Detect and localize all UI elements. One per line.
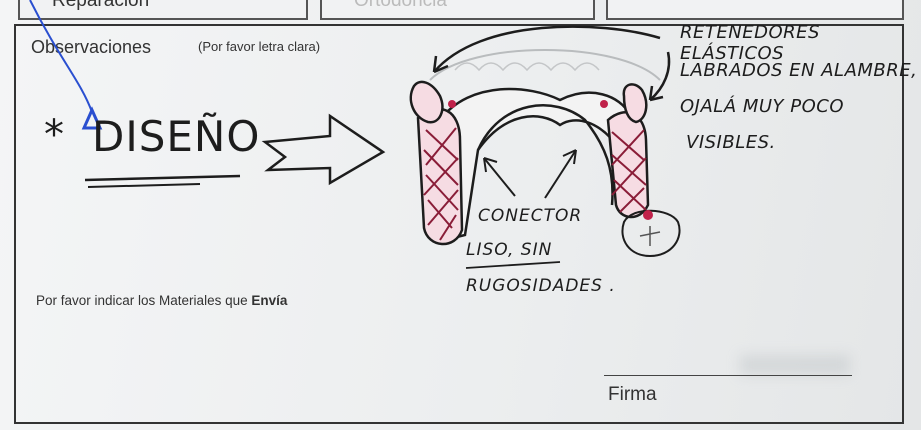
teeth-outline-cusps — [455, 63, 599, 70]
blue-pointer-line — [30, 0, 92, 112]
connector-arrow-left — [484, 158, 515, 196]
signature-line — [604, 375, 852, 376]
right-clasp — [624, 84, 646, 122]
design-handwritten-label: DISEÑO — [92, 112, 260, 161]
materials-instruction: Por favor indicar los Materiales que Env… — [36, 293, 287, 308]
arrow-to-right-clasp — [650, 52, 669, 100]
note-line-4: VISIBLES. — [686, 132, 776, 153]
right-saddle — [608, 112, 648, 217]
design-underline-1 — [85, 176, 240, 180]
left-rest-dot — [448, 100, 456, 108]
note-line-1: RETENEDORES ELÁSTICOS — [680, 22, 921, 64]
molar-fissure — [640, 226, 660, 246]
right-rest-dot — [600, 100, 608, 108]
signature-label: Firma — [608, 384, 657, 406]
note-line-2: LABRADOS EN ALAMBRE, — [680, 60, 917, 81]
liso-underline — [466, 262, 560, 268]
connector-line-3: RUGOSIDADES . — [466, 276, 616, 296]
materials-label: Por favor indicar los Materiales que — [36, 293, 248, 308]
asterisk-mark: * — [44, 112, 65, 158]
connector-arrow-right — [545, 150, 576, 198]
connector-line-1: CONECTOR — [478, 206, 582, 226]
blurred-signature-area — [740, 355, 850, 375]
note-line-3: OJALÁ MUY POCO — [680, 96, 844, 117]
left-clasp — [411, 82, 443, 122]
connector-line-2: LISO, SIN — [466, 240, 552, 260]
right-arrow-icon — [265, 116, 383, 183]
molar-rest-dot — [643, 210, 653, 220]
design-underline-2 — [88, 184, 200, 187]
materials-emphasis: Envía — [251, 293, 287, 308]
